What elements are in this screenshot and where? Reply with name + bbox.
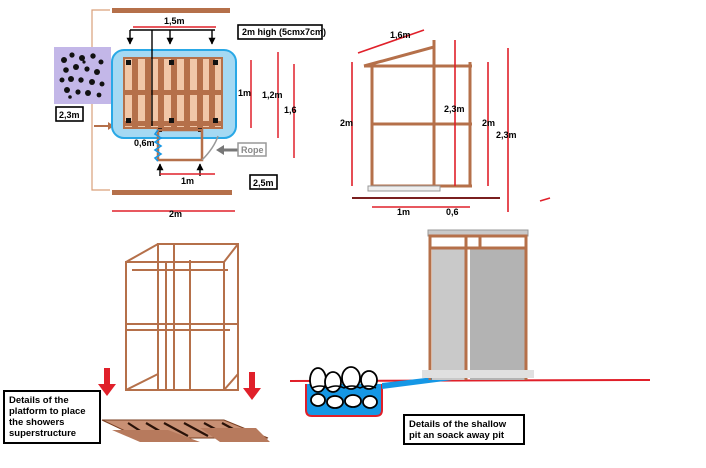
- platform-caption: Details of the platform to place the sho…: [3, 390, 101, 444]
- plan-view: 1,5m 2m high (5cmx7cm) 2,3m 1m 1,2m 1,6 …: [54, 8, 326, 219]
- side-view: 1,6m 2m 2,3m 2m 2,3m 1m 0,6: [340, 29, 551, 217]
- gravel-stones: [59, 52, 105, 99]
- pit-rocks-dark: [311, 385, 377, 389]
- top-board: [112, 8, 230, 13]
- pallet-slats: [124, 58, 222, 128]
- dim-1m-plan-label: 1m: [238, 88, 251, 98]
- left-dim-label: 2,3m: [59, 110, 80, 120]
- left-dim-box: [55, 106, 84, 122]
- pipe-length-label: 0,6m: [134, 138, 155, 148]
- dim-right-a-label: 2m: [482, 118, 495, 128]
- soakaway-caption-text: Details of the shallow pit an soack away…: [409, 419, 507, 441]
- soakaway-section: [289, 229, 651, 417]
- rope-box: [237, 142, 267, 157]
- dim-right-b-label: 2,3m: [496, 130, 517, 140]
- down-arrows: [98, 368, 261, 400]
- rope-line: [201, 135, 219, 161]
- dim-bottom-1m-label: 1m: [181, 176, 194, 186]
- dim-1-2m-label: 1,2m: [262, 90, 283, 100]
- dim-left-height-label: 2m: [340, 118, 353, 128]
- pit: [305, 384, 383, 417]
- stray-mark: [539, 197, 551, 202]
- dim-base-label: 1m: [397, 207, 410, 217]
- bottom-board: [112, 190, 232, 195]
- frame-3d: [125, 243, 239, 391]
- roof-dim-label: 1,6m: [390, 30, 411, 40]
- dim-1-6-label: 1,6: [284, 105, 297, 115]
- drain-pipe: [153, 129, 163, 162]
- dim-top-width-label: 1,5m: [164, 16, 185, 26]
- dim-base-ext-label: 0,6: [446, 207, 459, 217]
- height-note: 2m high (5cmx7cm): [242, 27, 326, 37]
- dim-overall-label: 2m: [169, 209, 182, 219]
- roof-dim: [357, 29, 425, 54]
- right-dim-box: [249, 174, 278, 190]
- dim-inner-height-label: 2,3m: [444, 104, 465, 114]
- height-note-box: [237, 24, 323, 40]
- post-arrows: [126, 29, 216, 126]
- side-base: [367, 185, 441, 192]
- shower-front: [422, 229, 534, 380]
- rope-label: Rope: [241, 145, 264, 155]
- platform-caption-text: Details of the platform to place the sho…: [9, 395, 86, 439]
- right-dim-label: 2,5m: [253, 178, 274, 188]
- pit-stones: [309, 366, 378, 409]
- door-frame: [156, 128, 204, 162]
- platform-pallet: [101, 419, 270, 442]
- soakaway-caption: Details of the shallow pit an soack away…: [403, 414, 525, 445]
